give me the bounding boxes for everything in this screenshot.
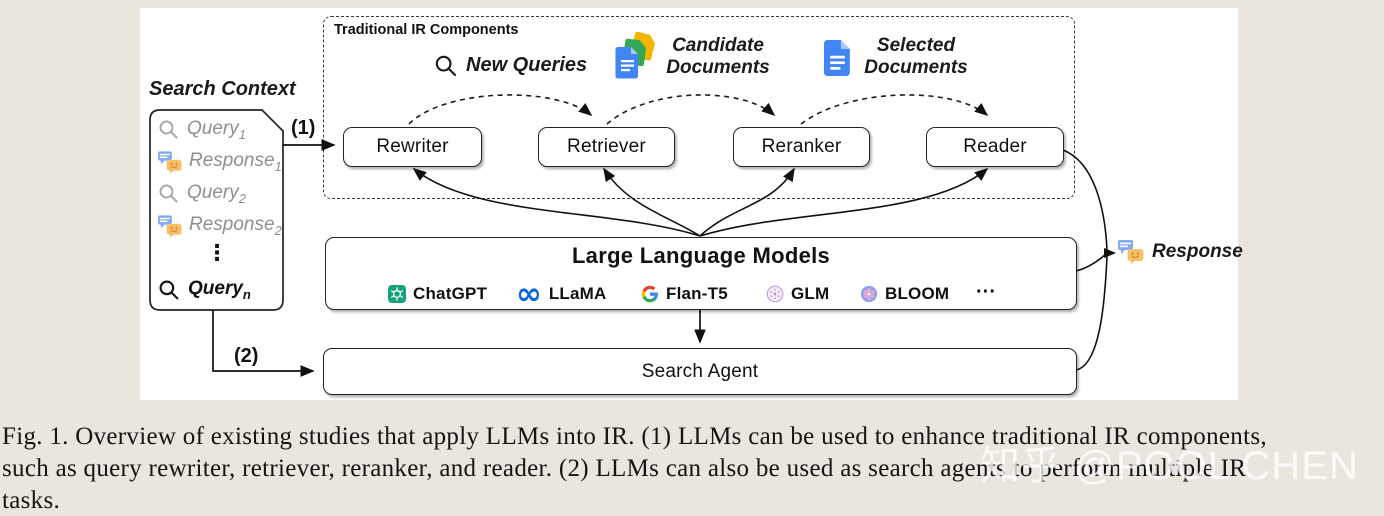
response-label: Response xyxy=(1152,241,1243,262)
chat-bubbles-icon xyxy=(158,214,182,238)
list-item-response1: Response1 xyxy=(158,149,282,175)
search-agent-label: Search Agent xyxy=(641,360,759,382)
selected-line2: Documents xyxy=(864,57,968,78)
search-agent-box: Search Agent xyxy=(323,348,1077,395)
retriever-box: Retriever xyxy=(538,127,675,167)
flan-t5-label: Flan-T5 xyxy=(666,284,728,303)
caption-line-1: Fig. 1. Overview of existing studies tha… xyxy=(2,423,1267,450)
candidate-documents-label: Candidate Documents xyxy=(658,35,778,79)
google-icon xyxy=(641,285,658,303)
magnifier-icon xyxy=(159,280,179,299)
llm-title: Large Language Models xyxy=(571,243,831,268)
chatgpt-label: ChatGPT xyxy=(413,284,488,303)
chatgpt-icon xyxy=(388,285,406,303)
new-queries-label: New Queries xyxy=(466,54,588,76)
rewriter-box: Rewriter xyxy=(343,127,482,167)
list-item-query2: Query2 xyxy=(158,181,246,207)
list-item-response2: Response2 xyxy=(158,213,282,239)
glm-label: GLM xyxy=(791,284,830,303)
search-context-title: Search Context xyxy=(149,78,296,100)
selected-documents-icon xyxy=(824,40,850,76)
candidate-documents-icon xyxy=(615,32,655,79)
selected-line1: Selected xyxy=(876,35,956,56)
new-queries-magnifier-icon xyxy=(435,55,457,77)
more-models-ellipsis: ··· xyxy=(976,281,996,303)
reader-label: Reader xyxy=(963,136,1027,157)
model-llama: ∞ LLaMA xyxy=(516,276,607,312)
chat-bubbles-icon xyxy=(158,150,182,174)
ellipsis-vertical: ⋮ xyxy=(206,241,228,266)
selected-documents-label: Selected Documents xyxy=(856,35,976,79)
query-2-label: Query2 xyxy=(187,182,246,206)
query-n-label: Queryn xyxy=(188,278,251,302)
response-1-label: Response1 xyxy=(189,150,282,174)
traditional-ir-title: Traditional IR Components xyxy=(334,22,519,38)
flow-label-1: (1) xyxy=(291,117,316,139)
glm-icon xyxy=(766,285,784,303)
model-flan-t5: Flan-T5 xyxy=(641,284,728,304)
llama-label: LLaMA xyxy=(548,284,607,303)
caption-line-2: such as query rewriter, retriever, reran… xyxy=(2,455,1247,482)
model-bloom: BLOOM xyxy=(860,284,949,304)
reader-box: Reader xyxy=(926,127,1064,167)
caption-line-3: tasks. xyxy=(2,487,61,514)
candidate-line1: Candidate xyxy=(672,35,764,56)
reranker-label: Reranker xyxy=(761,136,842,157)
list-item-query1: Query1 xyxy=(158,117,246,143)
watermark: 知乎 @POOL CHEN xyxy=(980,444,1359,488)
meta-icon: ∞ xyxy=(516,276,542,312)
magnifier-icon xyxy=(159,184,178,203)
list-item-query-n: Queryn xyxy=(158,277,251,303)
model-glm: GLM xyxy=(766,284,829,304)
query-1-label: Query1 xyxy=(187,118,246,142)
candidate-line2: Documents xyxy=(666,57,770,78)
bloom-icon xyxy=(860,285,878,303)
response-2-label: Response2 xyxy=(189,214,282,238)
response-chat-bubbles-icon xyxy=(1118,240,1144,264)
new-queries-annotation: New Queries xyxy=(466,54,587,77)
magnifier-icon xyxy=(159,120,178,139)
model-chatgpt: ChatGPT xyxy=(388,284,487,304)
reranker-box: Reranker xyxy=(733,127,870,167)
bloom-label: BLOOM xyxy=(885,284,950,303)
rewriter-label: Rewriter xyxy=(376,136,449,157)
flow-label-2: (2) xyxy=(234,345,259,367)
retriever-label: Retriever xyxy=(567,136,646,157)
llm-box: Large Language Models xyxy=(325,237,1077,310)
response-output: Response xyxy=(1118,240,1243,264)
